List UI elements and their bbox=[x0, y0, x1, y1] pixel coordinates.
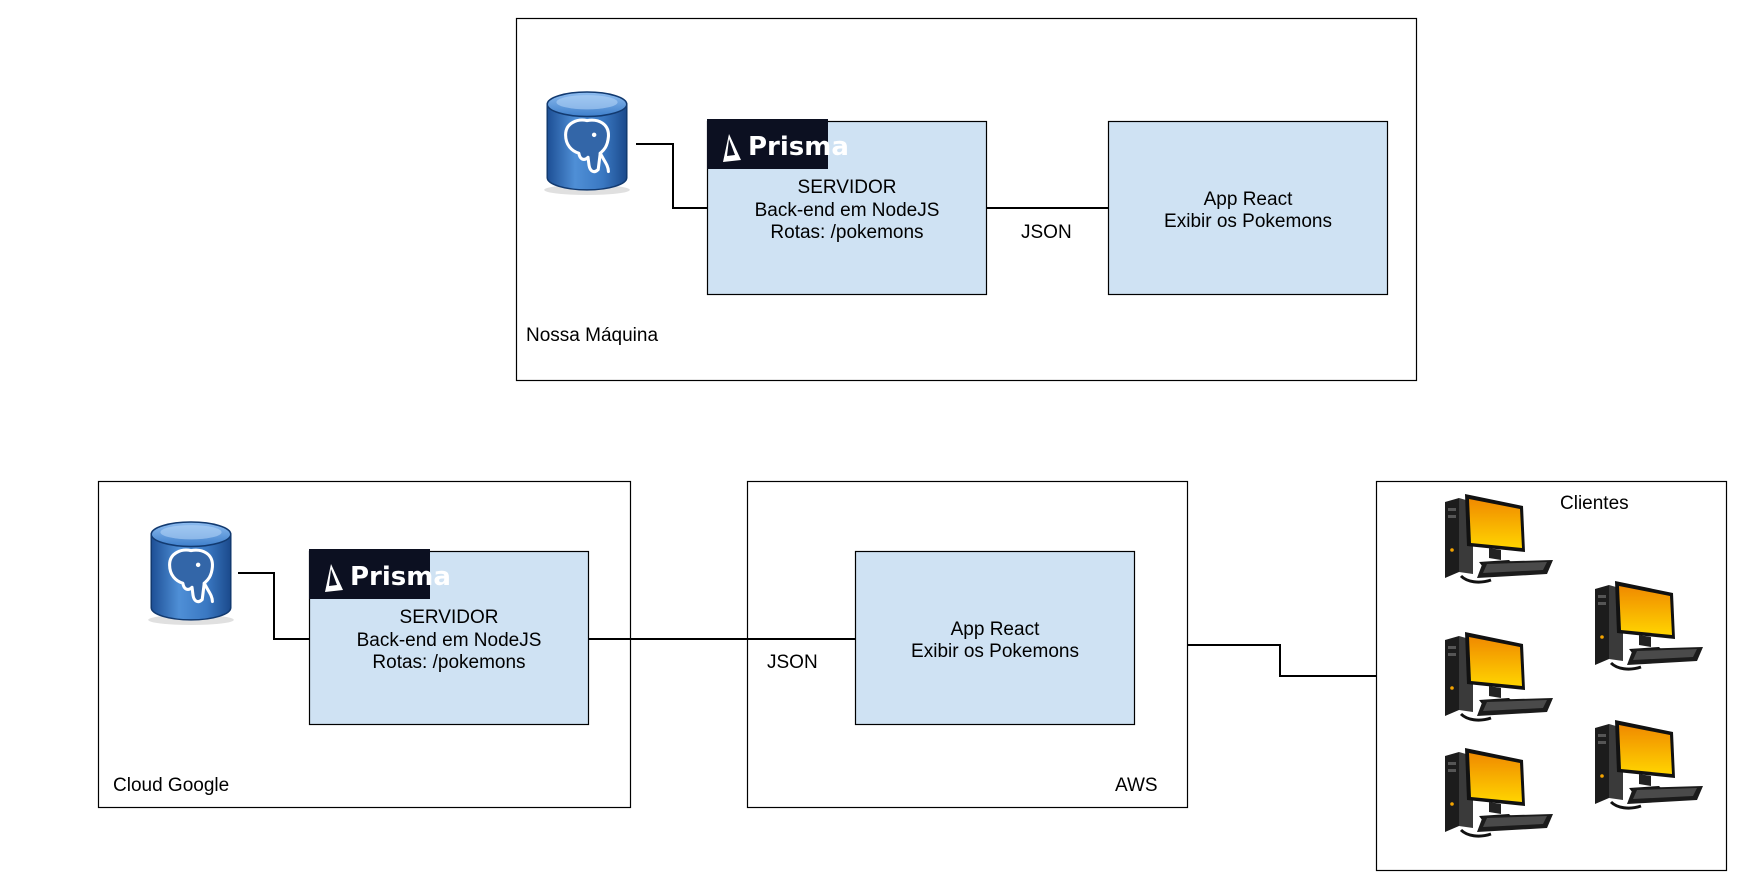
top-json-link: JSON bbox=[986, 207, 1108, 243]
json-label: JSON bbox=[767, 652, 818, 673]
clientes-container: Clientes bbox=[1375, 480, 1728, 872]
top-db-connector bbox=[636, 143, 707, 209]
aws-label: AWS bbox=[1115, 775, 1158, 796]
prisma-logo-text: Prisma bbox=[748, 132, 849, 162]
app-title: App React bbox=[1204, 189, 1293, 210]
top-app-node[interactable]: App React Exibir os Pokemons bbox=[1107, 120, 1389, 296]
app-description: Exibir os Pokemons bbox=[1164, 211, 1332, 232]
server-description: Back-end em NodeJS bbox=[755, 200, 940, 221]
prisma-logo-text: Prisma bbox=[350, 562, 451, 592]
server-routes: Rotas: /pokemons bbox=[770, 222, 923, 243]
bottom-server-node[interactable]: Prisma SERVIDOR Back-end em NodeJS Rotas… bbox=[308, 549, 590, 726]
prisma-logo: Prisma bbox=[707, 119, 849, 169]
app-description: Exibir os Pokemons bbox=[911, 641, 1079, 662]
app-title: App React bbox=[951, 619, 1040, 640]
clients-connector bbox=[1187, 644, 1376, 677]
top-server-node[interactable]: Prisma SERVIDOR Back-end em NodeJS Rotas… bbox=[706, 119, 988, 296]
prisma-logo: Prisma bbox=[309, 549, 451, 599]
server-routes: Rotas: /pokemons bbox=[372, 652, 525, 673]
server-description: Back-end em NodeJS bbox=[357, 630, 542, 651]
bottom-json-link: JSON bbox=[588, 638, 855, 673]
nossa-maquina-label: Nossa Máquina bbox=[526, 325, 658, 346]
server-title: SERVIDOR bbox=[798, 177, 897, 198]
clientes-label: Clientes bbox=[1560, 493, 1629, 514]
json-label: JSON bbox=[1021, 222, 1072, 243]
bottom-db-connector bbox=[238, 572, 309, 640]
cloud-google-label: Cloud Google bbox=[113, 775, 229, 796]
bottom-app-node[interactable]: App React Exibir os Pokemons bbox=[854, 550, 1136, 726]
server-title: SERVIDOR bbox=[400, 607, 499, 628]
postgresql-database-icon bbox=[146, 520, 236, 626]
postgresql-database-icon bbox=[542, 90, 632, 196]
